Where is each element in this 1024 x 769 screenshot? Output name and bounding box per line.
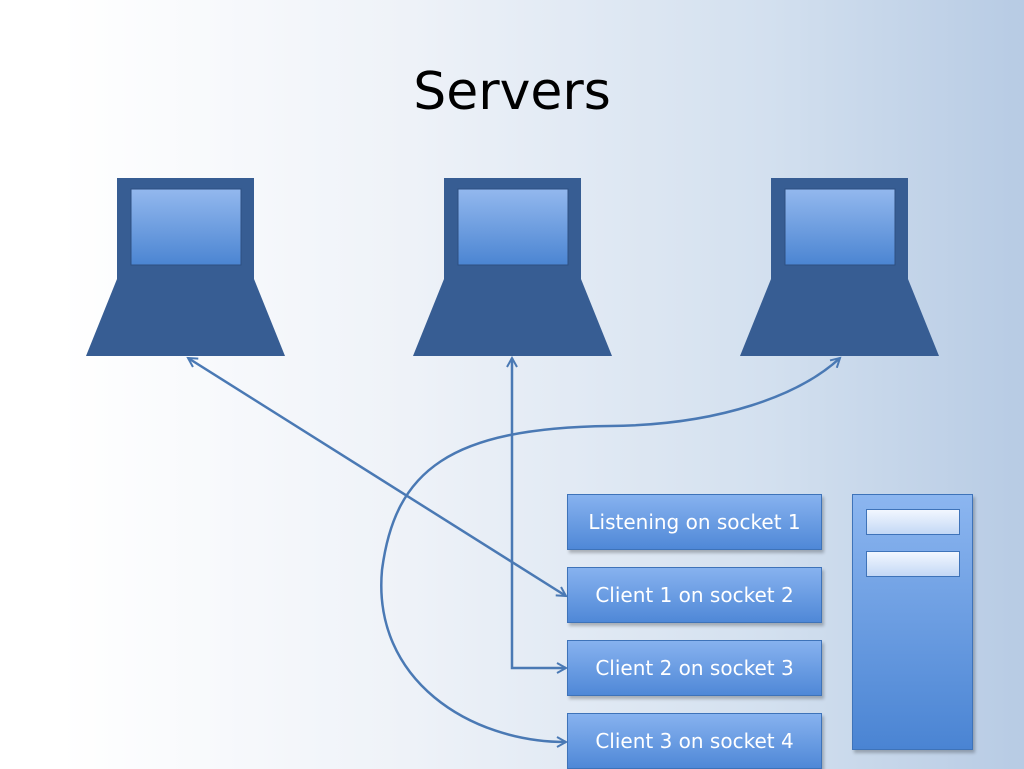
laptop-icon-3 [740, 178, 939, 356]
connector-laptop1-client1 [188, 358, 566, 596]
socket-box-client-3: Client 3 on socket 4 [567, 713, 822, 769]
socket-box-client-2: Client 2 on socket 3 [567, 640, 822, 696]
drive-bay-1 [866, 509, 960, 535]
socket-box-client-1: Client 1 on socket 2 [567, 567, 822, 623]
connector-laptop3-client3 [380, 358, 840, 742]
connector-laptop2-client2 [512, 358, 566, 668]
socket-box-listening: Listening on socket 1 [567, 494, 822, 550]
server-tower-icon [852, 494, 973, 750]
slide-title: Servers [413, 62, 611, 122]
laptop-icon-1 [86, 178, 285, 356]
drive-bay-2 [866, 551, 960, 577]
laptop-icon-2 [413, 178, 612, 356]
